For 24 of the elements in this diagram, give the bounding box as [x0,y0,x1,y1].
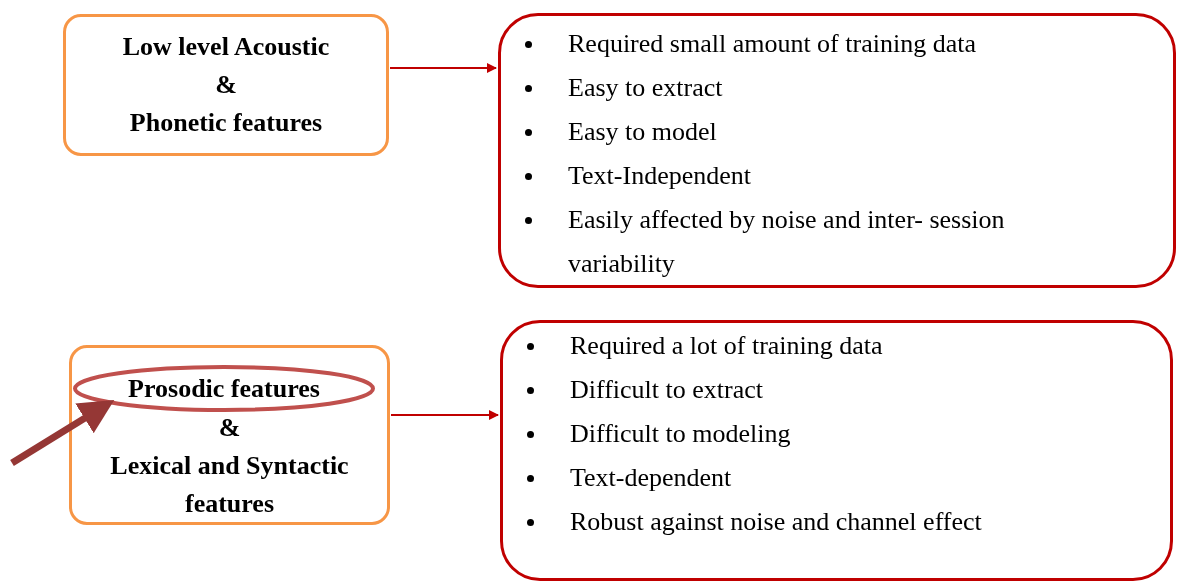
feature-label: & [215,69,237,101]
feature-label: Lexical and Syntactic features [109,450,350,520]
feature-box [63,14,389,156]
list-item: Robust against noise and channel effect [570,506,982,538]
property-list-box [498,13,1176,288]
list-item: Required small amount of training data [568,28,976,60]
highlight-ellipse [73,365,375,412]
feature-label: & [218,412,241,444]
arrow [10,399,115,466]
feature-box [69,345,390,525]
list-item: Easy to model [568,116,717,148]
property-list-box [500,320,1173,581]
arrow [389,63,497,73]
arrow [390,410,499,420]
list-item: Difficult to extract [570,374,763,406]
list-item: Easy to extract [568,72,723,104]
feature-label: Prosodic features [128,372,320,405]
list-item: Easily affected by noise and inter- session variability [568,204,1006,280]
list-item: Required a lot of training data [570,330,883,362]
feature-label: Phonetic features [129,107,323,139]
feature-label: Low level Acoustic [122,31,330,63]
list-item: Text-dependent [570,462,732,494]
list-item: Text-Independent [568,160,751,192]
list-item: Difficult to modeling [570,418,791,450]
